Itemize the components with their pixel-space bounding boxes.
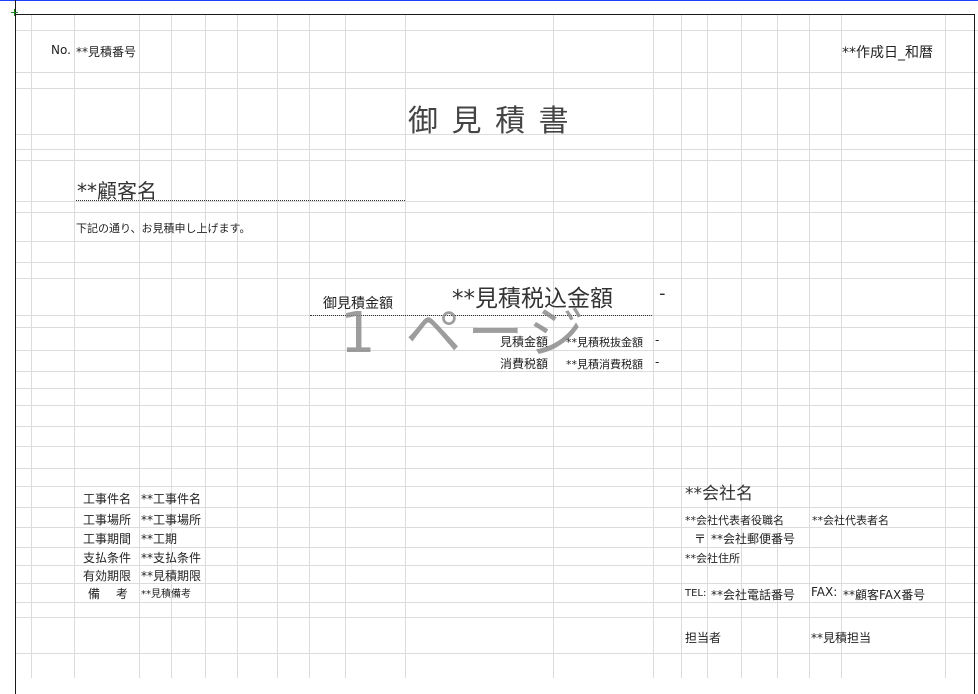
- tax-value[interactable]: **見積消費税額: [566, 358, 643, 371]
- company-postal-code[interactable]: **会社郵便番号: [711, 532, 796, 546]
- tax-label: 消費税額: [500, 357, 549, 371]
- subtotal-value[interactable]: **見積税抜金額: [566, 336, 643, 349]
- company-name[interactable]: **会社名: [685, 484, 753, 504]
- company-rep-name[interactable]: **会社代表者名: [812, 514, 889, 527]
- company-rep-title[interactable]: **会社代表者役職名: [685, 514, 784, 527]
- detail-value-notes[interactable]: **見積備考: [141, 589, 191, 600]
- person-value[interactable]: **見積担当: [811, 631, 872, 645]
- page-left-edge: [15, 0, 16, 14]
- amount-underline: [310, 315, 652, 316]
- detail-value-period[interactable]: **工期: [141, 532, 178, 546]
- company-tel[interactable]: **会社電話番号: [711, 588, 796, 602]
- detail-label-site: 工事場所: [83, 513, 132, 527]
- fax-label: FAX:: [811, 585, 838, 599]
- detail-label-project: 工事件名: [83, 492, 132, 506]
- amount-value[interactable]: **見積税込金額: [452, 286, 613, 312]
- tel-label: TEL:: [685, 588, 707, 599]
- estimate-number[interactable]: **見積番号: [76, 45, 137, 59]
- amount-dash: -: [659, 283, 666, 304]
- amount-label: 御見積金額: [323, 296, 393, 312]
- issue-date[interactable]: **作成日_和暦: [842, 45, 933, 61]
- page-watermark: 1 ページ: [340, 301, 591, 366]
- detail-label-period: 工事期間: [83, 532, 132, 546]
- detail-value-validity[interactable]: **見積期限: [141, 569, 202, 583]
- no-label: No.: [51, 43, 71, 57]
- subtotal-label: 見積金額: [500, 335, 549, 349]
- detail-value-payment[interactable]: **支払条件: [141, 551, 202, 565]
- detail-label-notes: 備 考: [88, 587, 128, 601]
- page-title[interactable]: 御 見 積 書: [408, 104, 571, 139]
- detail-value-project[interactable]: **工事件名: [141, 492, 202, 506]
- detail-label-payment: 支払条件: [83, 551, 132, 565]
- company-address[interactable]: **会社住所: [685, 552, 740, 565]
- detail-label-validity: 有効期限: [83, 569, 132, 583]
- greeting-text[interactable]: 下記の通り、お見積申し上げます。: [76, 222, 251, 235]
- customer-fax[interactable]: **顧客FAX番号: [843, 588, 926, 602]
- customer-name[interactable]: **顧客名: [77, 179, 157, 203]
- postal-mark: 〒: [694, 532, 707, 546]
- print-page-border: [15, 14, 975, 694]
- spreadsheet-grid: [15, 14, 978, 678]
- cell-cursor-icon[interactable]: [11, 9, 18, 16]
- customer-underline: [76, 200, 405, 201]
- subtotal-dash: -: [655, 333, 660, 347]
- tax-dash: -: [655, 355, 660, 369]
- detail-value-site[interactable]: **工事場所: [141, 513, 202, 527]
- selection-top-edge: [0, 0, 978, 1]
- person-label: 担当者: [685, 631, 722, 645]
